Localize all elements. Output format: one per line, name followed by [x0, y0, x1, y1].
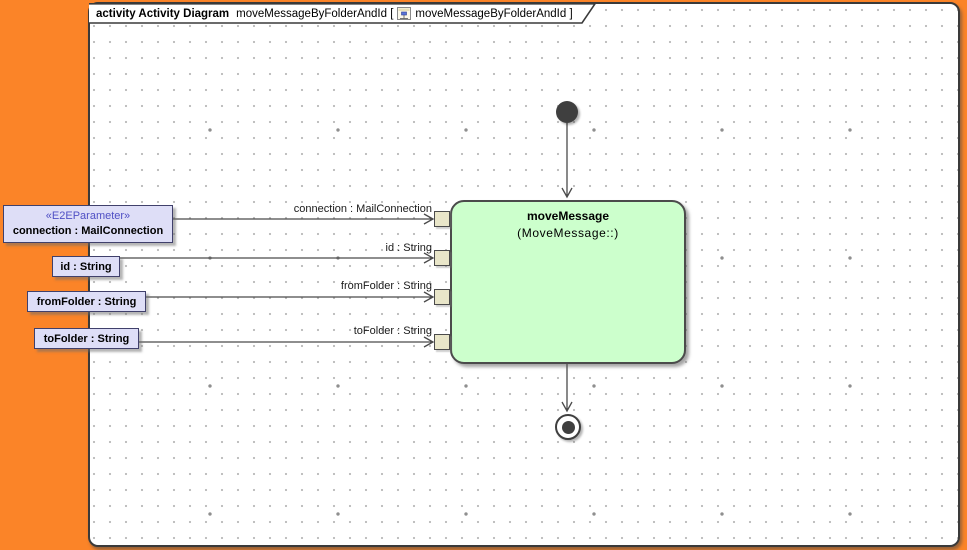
frame-title-keyword: activity Activity Diagram [96, 7, 230, 20]
input-pin-fromfolder[interactable] [434, 289, 450, 305]
parameter-label: toFolder : String [43, 332, 130, 345]
parameter-label: fromFolder : String [36, 295, 137, 308]
action-movemessage[interactable]: moveMessage (MoveMessage::) [450, 200, 686, 364]
parameter-node-fromfolder[interactable]: fromFolder : String [27, 291, 146, 312]
initial-node[interactable] [556, 101, 578, 123]
activity-diagram-icon [397, 7, 412, 20]
frame-title: activity Activity Diagram moveMessageByF… [96, 5, 573, 22]
final-node-inner-dot [561, 420, 575, 434]
parameter-node-tofolder[interactable]: toFolder : String [34, 328, 139, 349]
input-pin-connection[interactable] [434, 211, 450, 227]
parameter-label: connection : MailConnection [12, 225, 164, 237]
edge-label-tofolder: toFolder : String [353, 325, 432, 337]
frame-title-context: moveMessageByFolderAndId ] [415, 7, 573, 20]
stereotype-label: «E2EParameter» [45, 210, 131, 222]
edge-label-connection: connection : MailConnection [293, 203, 432, 215]
edge-label-fromfolder: fromFolder : String [340, 280, 432, 292]
parameter-label: id : String [60, 260, 112, 273]
edge-label-id: id : String [385, 242, 432, 254]
action-behavior: (MoveMessage::) [517, 226, 619, 240]
input-pin-tofolder[interactable] [434, 334, 450, 350]
parameter-node-id[interactable]: id : String [52, 256, 120, 277]
activity-final-node[interactable] [555, 414, 581, 440]
frame-title-name: moveMessageByFolderAndId [ [236, 7, 394, 20]
parameter-node-connection[interactable]: «E2EParameter» connection : MailConnecti… [3, 205, 173, 243]
action-name: moveMessage [526, 209, 610, 223]
frame-tab[interactable] [89, 3, 597, 24]
frame-tab-shape[interactable] [89, 3, 597, 24]
input-pin-id[interactable] [434, 250, 450, 266]
